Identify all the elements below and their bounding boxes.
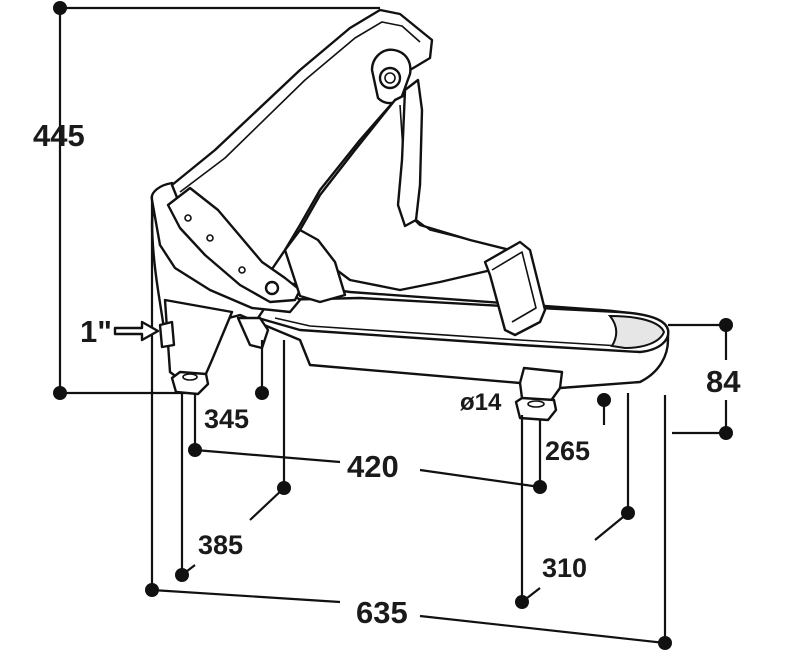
valve-body xyxy=(298,93,512,292)
inlet-stub xyxy=(158,320,176,349)
center-support xyxy=(283,228,347,304)
dimension-lines xyxy=(53,1,733,650)
dim-bowl-depth-label: 310 xyxy=(542,553,587,583)
dim-bolt-hole-label: ø14 xyxy=(460,389,502,416)
trough-rim xyxy=(256,296,670,354)
dimension-labels: 445 1" 345 420 385 ø14 265 310 84 635 xyxy=(33,118,741,630)
dim-bowl-height-label: 84 xyxy=(706,364,741,399)
dim-foot-spacing-label: 265 xyxy=(545,436,590,466)
valve-side-plate xyxy=(396,78,424,228)
rear-leg-left xyxy=(163,298,234,380)
water-bowl-illustration xyxy=(150,8,670,422)
dim-foot-depth-label: 385 xyxy=(198,530,243,560)
rear-leg-right xyxy=(236,316,270,350)
rear-foot-pad xyxy=(170,370,210,396)
dim-total-length-label: 635 xyxy=(356,595,408,630)
dim-inlet-label: 1" xyxy=(80,314,112,349)
trough-lip-front xyxy=(607,314,666,350)
dim-height-label: 445 xyxy=(33,118,85,153)
inlet-arrow-icon xyxy=(113,320,160,342)
dim-rear-width-label: 420 xyxy=(347,449,399,484)
dim-front-width-label: 345 xyxy=(204,404,249,434)
pivot-bolt-icon xyxy=(378,66,402,90)
lever-arm-edge xyxy=(179,21,421,193)
front-foot-pad xyxy=(514,396,558,422)
lever-plate-lower xyxy=(166,186,302,304)
